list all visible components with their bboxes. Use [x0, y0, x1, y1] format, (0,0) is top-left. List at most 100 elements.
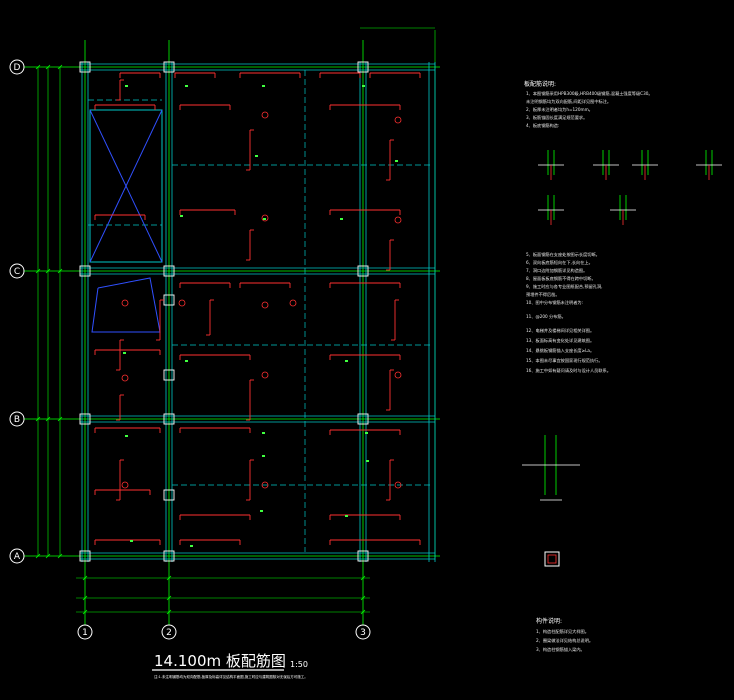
dimension-tick — [82, 595, 88, 601]
column — [79, 61, 91, 73]
dimension-tick — [35, 268, 41, 274]
column — [357, 61, 369, 73]
title-note: 注:1.未注明钢筋均为双向配筋,板厚及标高详见结构平面图,施工时应与建筑图核对无… — [154, 674, 308, 679]
footer-note-item: 3、构造柱钢筋锚入梁内。 — [536, 646, 585, 653]
rebar-marker — [121, 374, 129, 382]
axis-label-C: C — [14, 267, 20, 277]
axis-bubble-3 — [355, 624, 371, 640]
footer-note-item: 1、构造柱配筋详见大样图。 — [536, 628, 589, 635]
note-item: 16、施工中如有疑问请及时与设计人员联系。 — [526, 367, 611, 374]
column — [163, 489, 175, 501]
rebar-tag — [185, 360, 188, 362]
dimension-tick — [166, 609, 172, 615]
rebar-tag — [362, 85, 365, 87]
rebar-marker — [394, 216, 402, 224]
note-item: 2、板厚未注明者均为h=120mm。 — [526, 106, 593, 113]
dimension-tick — [45, 416, 51, 422]
note-item: 10、图中分布钢筋未注明者为: — [526, 299, 583, 306]
dimension-tick — [360, 609, 366, 615]
dimension-tick — [57, 268, 63, 274]
axis-bubble-B — [9, 411, 25, 427]
column — [79, 550, 91, 562]
rebar-marker — [394, 371, 402, 379]
note-item: 13、板面标高有变化处详见建筑图。 — [526, 337, 594, 344]
notes-list: 1、本图钢筋采用HPB300级,HRB400级钢筋,混凝土强度等级C30。 未注… — [526, 90, 653, 374]
rebar-marker — [261, 111, 269, 119]
axis-label-2: 2 — [166, 628, 172, 638]
note-item: 8、屋面板板底钢筋不得在跨中切断。 — [526, 275, 596, 282]
note-item: 12、电梯井及楼梯间详见相关详图。 — [526, 327, 594, 334]
rebar-tag — [262, 432, 265, 434]
rebar-marker — [261, 214, 269, 222]
axis-bubble-A — [9, 548, 25, 564]
axis-label-1: 1 — [82, 628, 88, 638]
rebar-marker — [121, 299, 129, 307]
dimension-tick — [45, 64, 51, 70]
rebar-tag — [395, 160, 398, 162]
column — [163, 413, 175, 425]
column — [79, 265, 91, 277]
rebar-tag — [345, 515, 348, 517]
dimension-tick — [360, 595, 366, 601]
dimension-tick — [360, 575, 366, 581]
detail-box — [547, 554, 557, 564]
column — [163, 61, 175, 73]
columns — [79, 61, 369, 562]
rebar-marker — [394, 116, 402, 124]
note-item: 6、双向板底筋短向在下,长向在上。 — [526, 259, 593, 266]
note-item: 预埋件不得后凿。 — [526, 291, 560, 298]
note-item: 7、洞口边附加钢筋详见构造图。 — [526, 267, 587, 274]
opening-outline — [91, 277, 161, 333]
column — [163, 369, 175, 381]
column — [357, 550, 369, 562]
rebar-tag — [123, 352, 126, 354]
opening-cross — [89, 109, 163, 263]
column — [79, 413, 91, 425]
rebar-tag — [255, 155, 258, 157]
note-item: 4、板底钢筋构造: — [526, 122, 559, 129]
dimension-tick — [35, 553, 41, 559]
col-axis-bubbles: 1 2 3 — [77, 624, 371, 640]
grid-lines — [24, 30, 440, 625]
note-item: 14、悬挑板钢筋锚入支座长度≥La。 — [526, 347, 594, 354]
rebar-tag — [190, 545, 193, 547]
drawing-title: 14.100m 板配筋图 — [154, 652, 286, 670]
rebar-tag — [260, 510, 263, 512]
dimension-tick — [57, 64, 63, 70]
rebar-marker — [394, 481, 402, 489]
note-item: 3、板筋锚固长度满足规范要求。 — [526, 114, 587, 121]
axis-bubble-2 — [161, 624, 177, 640]
note-item: 1、本图钢筋采用HPB300级,HRB400级钢筋,混凝土强度等级C30。 — [526, 90, 653, 97]
dimension-tick — [166, 595, 172, 601]
rebar-marker — [178, 299, 186, 307]
notes-header: 板配筋说明: — [524, 80, 556, 88]
notes-footer-list: 1、构造柱配筋详见大样图。 2、圈梁做法详见结构总说明。 3、构造柱钢筋锚入梁内。 — [536, 628, 593, 653]
rebar-marker — [261, 301, 269, 309]
dimension-tick — [57, 416, 63, 422]
beam-lines — [80, 62, 436, 562]
note-item: 9、施工时应与各专业图纸配合,预留孔洞, — [526, 283, 603, 290]
axis-label-B: B — [14, 415, 20, 425]
axis-label-A: A — [14, 552, 21, 562]
axis-label-3: 3 — [360, 628, 366, 638]
footer-note-item: 2、圈梁做法详见结构总说明。 — [536, 637, 593, 644]
note-item: 15、本图未尽事宜按国家现行规范执行。 — [526, 357, 603, 364]
rebar-tag — [185, 85, 188, 87]
note-item: 11、@200 分布筋。 — [526, 313, 566, 320]
rebar-tag — [340, 218, 343, 220]
dimension-tick — [82, 609, 88, 615]
dimension-tick — [35, 416, 41, 422]
dimension-tick — [57, 553, 63, 559]
column — [163, 265, 175, 277]
notes-panel: 板配筋说明: 1、本图钢筋采用HPB300级,HRB400级钢筋,混凝土强度等级… — [522, 80, 722, 653]
rebar-tag — [180, 215, 183, 217]
rebar-tag — [263, 218, 266, 220]
rebar-marker — [261, 481, 269, 489]
rebar-tag — [125, 435, 128, 437]
note-item: 5、板面钢筋在支座处按图示长度切断。 — [526, 251, 600, 258]
notes-footer-header: 构件说明: — [536, 617, 562, 625]
row-axis-bubbles: D C B A — [9, 59, 25, 564]
rebar-tag — [366, 460, 369, 462]
detail-sketches — [522, 150, 722, 567]
